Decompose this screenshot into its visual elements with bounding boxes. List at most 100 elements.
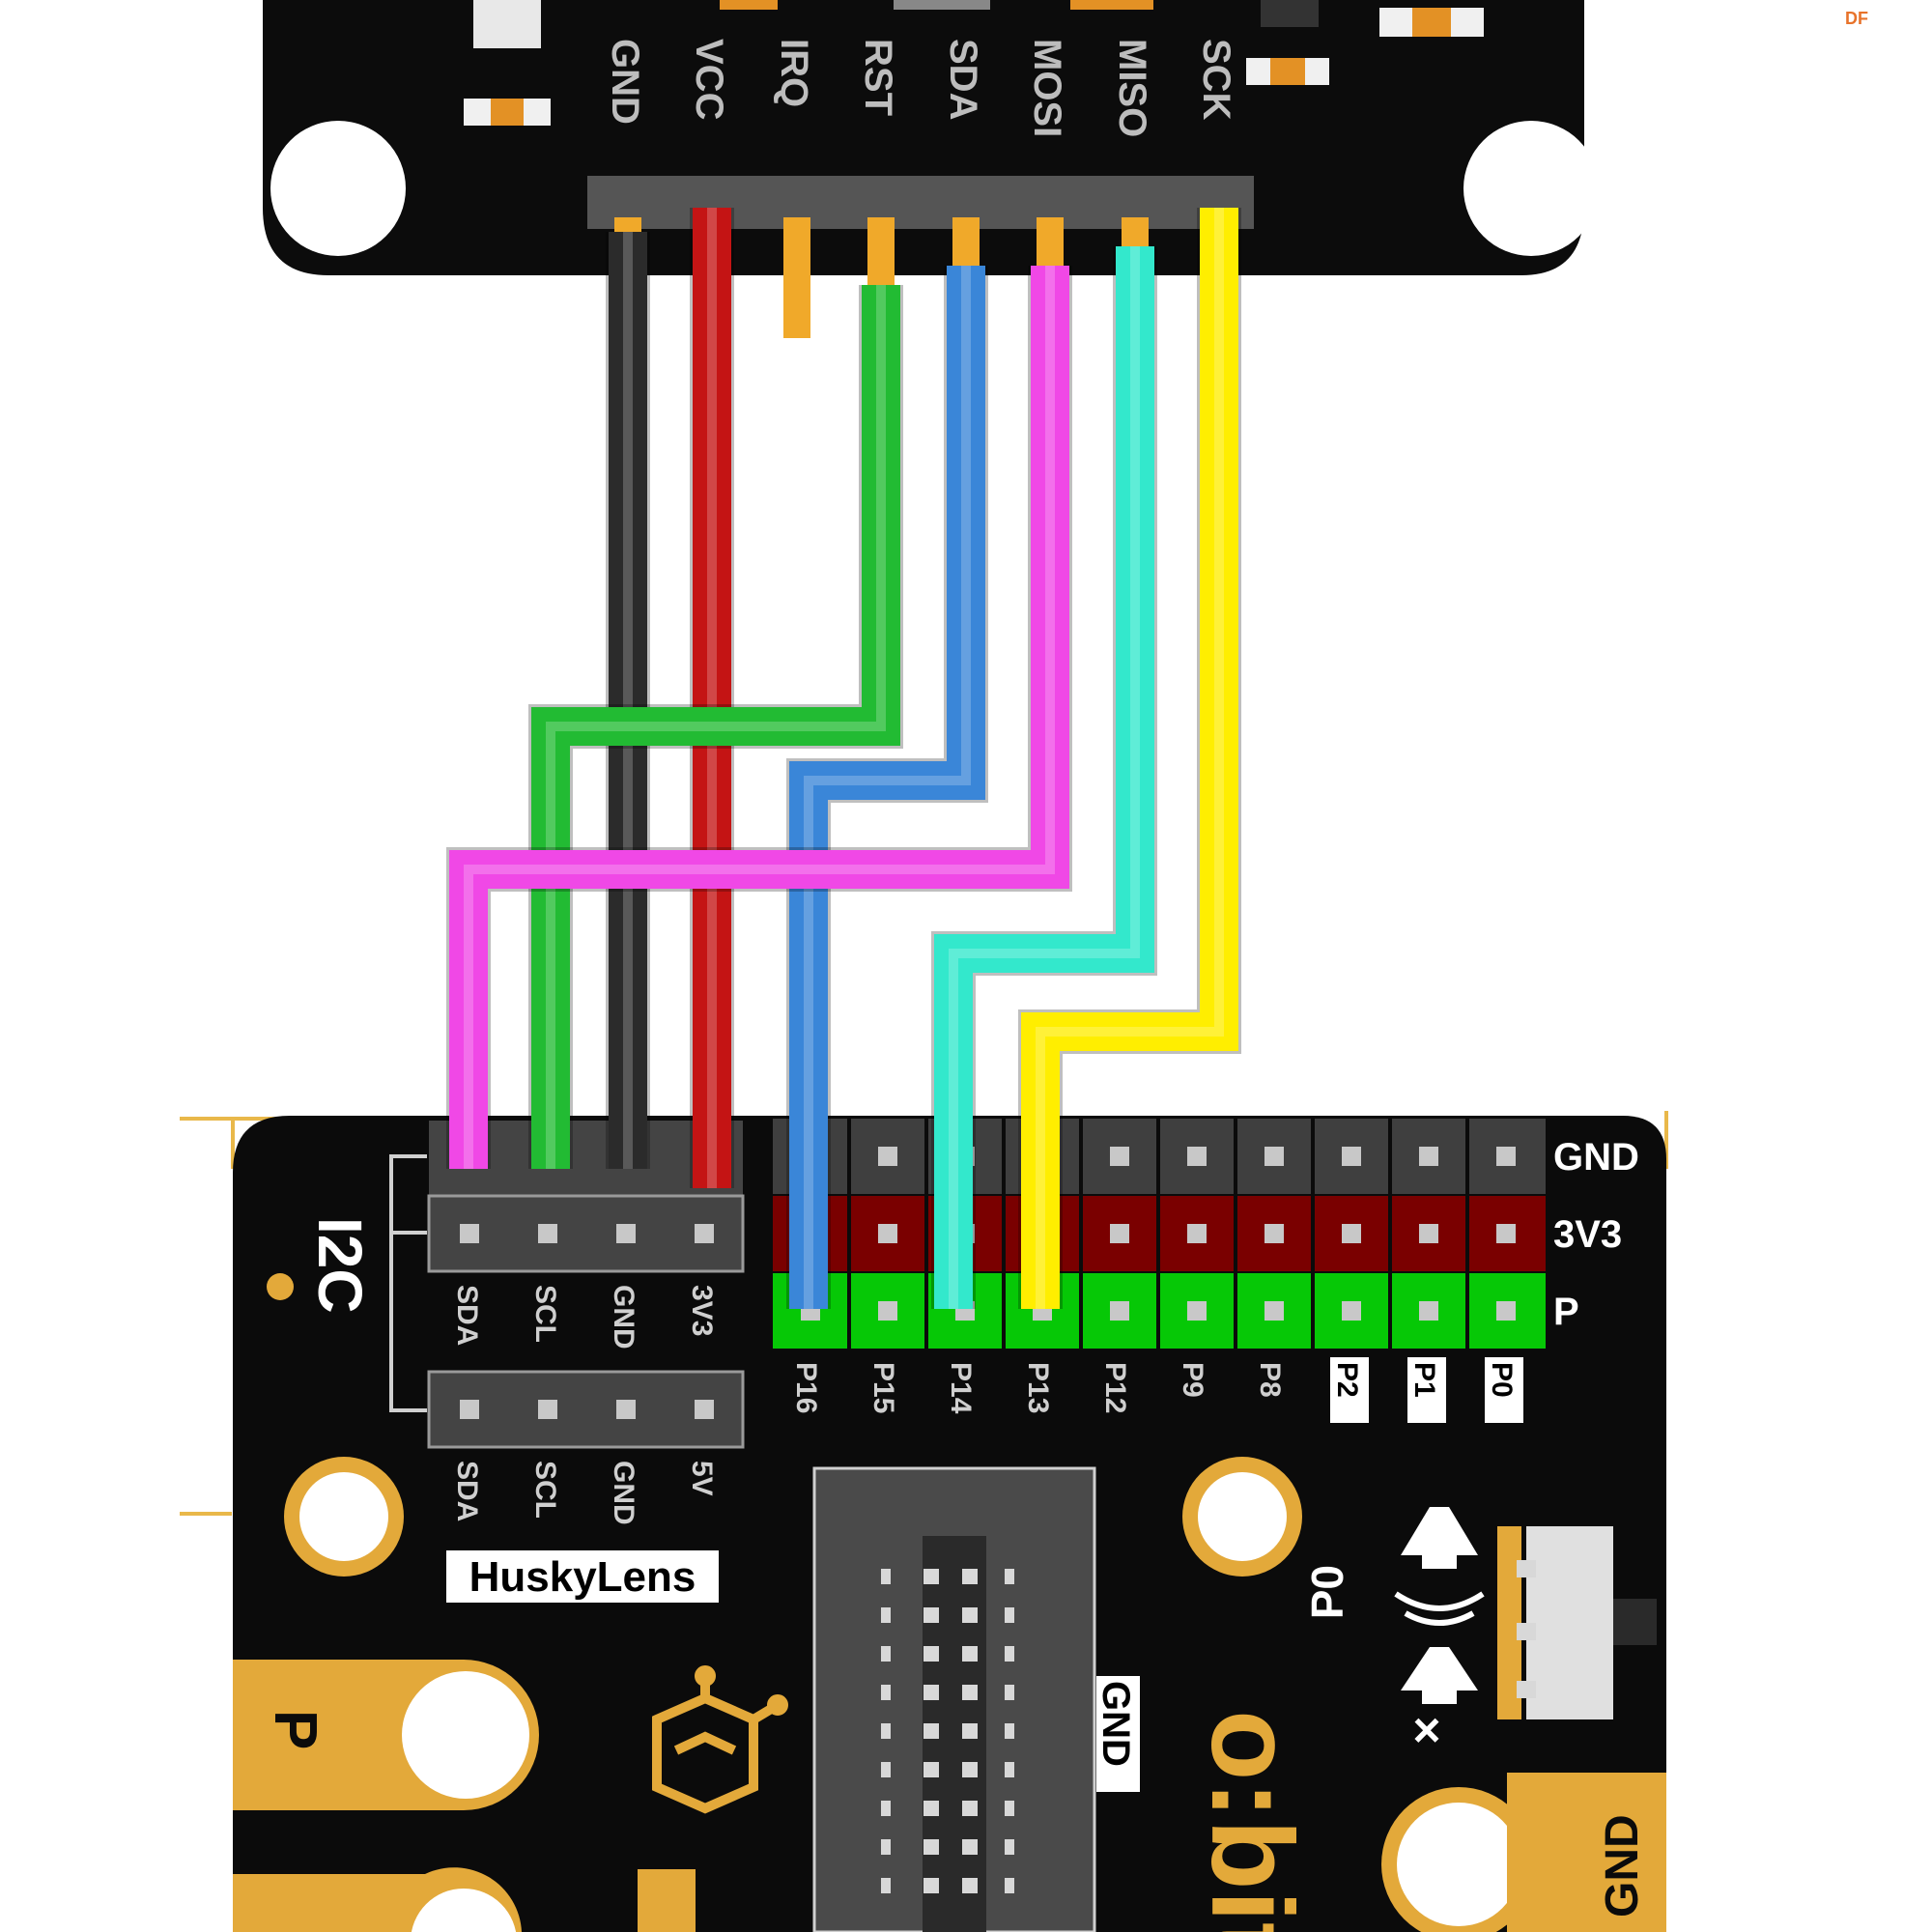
pin-pad — [460, 1400, 479, 1419]
edge-pin — [962, 1646, 978, 1662]
pin-label-p13: P13 — [1022, 1362, 1054, 1413]
rfid-board — [263, 0, 1584, 275]
edge-pin — [923, 1646, 939, 1662]
wires — [446, 208, 1241, 1309]
wire-mosi-to-i2c-sda-highlight — [464, 266, 1055, 1169]
robot-logo-icon — [652, 1665, 788, 1814]
edge-pin — [881, 1723, 891, 1739]
pin-pad — [878, 1301, 897, 1321]
pin-pad — [1342, 1224, 1361, 1243]
edge-pin — [1005, 1569, 1014, 1584]
pin-pad — [1342, 1147, 1361, 1166]
huskylens-label: HuskyLens — [469, 1553, 696, 1601]
edge-pin — [962, 1801, 978, 1816]
pin-pad — [460, 1224, 479, 1243]
edge-pin — [1005, 1723, 1014, 1739]
resistor-band — [491, 99, 524, 126]
huskylens-label-box — [446, 1550, 719, 1603]
rfid-pin — [783, 217, 810, 338]
pin-pad — [1419, 1224, 1438, 1243]
edge-pin — [962, 1607, 978, 1623]
gnd-pad-strip — [1507, 1773, 1666, 1932]
edge-pin — [923, 1801, 939, 1816]
pin-pad — [878, 1147, 897, 1166]
gnd-pad-hole — [1397, 1803, 1520, 1926]
edge-pin — [962, 1878, 978, 1893]
pin-pad — [538, 1224, 557, 1243]
edge-pin — [923, 1762, 939, 1777]
mute-speaker-icon — [1401, 1647, 1478, 1704]
pin-pad — [1496, 1301, 1516, 1321]
edge-pin — [923, 1839, 939, 1855]
wire-sda-to-p16-highlight — [804, 266, 971, 1309]
pin-pad — [1187, 1301, 1207, 1321]
wire-rst-to-i2c-scl-highlight — [546, 285, 886, 1169]
pin-pad — [1264, 1224, 1284, 1243]
rfid-pin-label-rst: RST — [857, 39, 899, 116]
touch-pad-hole — [402, 1671, 529, 1799]
rfid-pin-label-sck: SCK — [1195, 39, 1237, 121]
mounting-hole-right — [1463, 121, 1599, 256]
edge-pin — [881, 1801, 891, 1816]
component — [1261, 0, 1319, 27]
rfid-pin-label-irq: IRQ — [773, 39, 815, 107]
pin-pad — [1187, 1147, 1207, 1166]
i2c-header-bottom — [427, 1370, 745, 1449]
pin-pad — [1187, 1224, 1207, 1243]
mounting-hole-inner — [1198, 1472, 1287, 1561]
touch-pad-label: P — [262, 1710, 328, 1749]
edge-pin — [1005, 1646, 1014, 1662]
component — [1070, 0, 1153, 10]
pin-label-box — [1485, 1357, 1523, 1423]
brand-label: o:bit — [1187, 1710, 1317, 1932]
speaker-label: P0 — [1302, 1565, 1352, 1619]
pin-pad — [1264, 1301, 1284, 1321]
i2c-bracket — [389, 1154, 427, 1412]
edge-pin — [1005, 1839, 1014, 1855]
edge-pin — [881, 1839, 891, 1855]
slide-switch[interactable] — [1497, 1526, 1657, 1719]
i2c-top-label-sda: SDA — [451, 1285, 483, 1346]
pin-label-p0: P0 — [1486, 1362, 1518, 1398]
pin-label-p15: P15 — [867, 1362, 899, 1413]
pin-label-p12: P12 — [1099, 1362, 1131, 1413]
pin-pad — [1110, 1224, 1129, 1243]
edge-pin — [962, 1723, 978, 1739]
pin-pad — [1264, 1147, 1284, 1166]
wire-sck-to-p13 — [1021, 208, 1238, 1309]
rfid-pin-label-miso: MISO — [1111, 39, 1153, 137]
edge-pin — [923, 1569, 939, 1584]
wire-miso-to-p14-highlight — [949, 246, 1140, 1309]
edge-pin — [881, 1569, 891, 1584]
component — [720, 0, 778, 10]
pin-label-p2: P2 — [1331, 1362, 1363, 1398]
edge-pin — [881, 1607, 891, 1623]
rfid-pin-label-vcc: VCC — [688, 39, 730, 120]
edge-pin — [962, 1685, 978, 1700]
pin-label-p8: P8 — [1254, 1362, 1286, 1398]
i2c-bottom-label-sda: SDA — [451, 1461, 483, 1521]
edge-pin — [923, 1878, 939, 1893]
mute-label: × — [1412, 1703, 1440, 1757]
white-component — [473, 0, 541, 48]
row-label-gnd: GND — [1553, 1136, 1639, 1179]
pin-pad — [1496, 1147, 1516, 1166]
pin-label-p9: P9 — [1177, 1362, 1208, 1398]
speaker-icon — [1394, 1507, 1485, 1626]
pin-pad — [1110, 1147, 1129, 1166]
edge-pin — [962, 1839, 978, 1855]
pin-pad — [616, 1224, 636, 1243]
i2c-bottom-label-scl: SCL — [529, 1461, 561, 1519]
row-label-3v3: 3V3 — [1553, 1213, 1622, 1256]
i2c-label: I2C — [305, 1217, 375, 1314]
i2c-bottom-label-5v: 5V — [686, 1461, 718, 1496]
wire-miso-to-p14 — [934, 246, 1154, 1309]
resistor-band — [1412, 8, 1451, 37]
component — [894, 0, 990, 10]
edge-pin — [923, 1607, 939, 1623]
